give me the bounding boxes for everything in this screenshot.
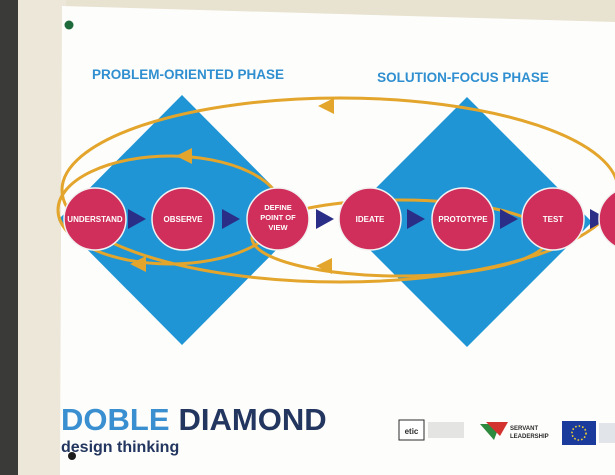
step-cut-off [598, 191, 615, 247]
step-label: PROTOTYPE [438, 215, 488, 224]
loop-arrowhead-bottom-left [130, 256, 146, 272]
wall-left [18, 0, 66, 475]
step-ideate: IDEATE [338, 187, 402, 251]
etic-caption-blur [428, 422, 464, 438]
step-label: IDEATE [356, 215, 385, 224]
step-prototype: PROTOTYPE [431, 187, 495, 251]
etic-logo: etic [398, 419, 425, 441]
pin-top [64, 20, 74, 30]
step-label: POINT OF [260, 213, 296, 222]
eu-flag-logo [562, 421, 615, 445]
loop-arrowhead-bottom-right [316, 258, 332, 274]
step-label: UNDERSTAND [67, 215, 123, 224]
pin-bottom [68, 452, 76, 460]
loop-outer [60, 96, 615, 284]
title-doble: DOBLE [61, 402, 170, 437]
step-arrow-5 [500, 209, 518, 229]
loop-arrowhead-top-right [318, 98, 334, 114]
leadership-text: LEADERSHIP [510, 434, 549, 440]
step-label: OBSERVE [164, 215, 204, 224]
phase-title-solution: SOLUTION-FOCUS PHASE [377, 70, 549, 85]
step-define-point-of-view: DEFINE POINT OF VIEW [246, 187, 310, 251]
step-arrow-4 [407, 209, 425, 229]
step-label: TEST [543, 215, 564, 224]
step-observe: OBSERVE [151, 187, 215, 251]
poster-title: DOBLE DIAMOND [61, 402, 327, 437]
title-diamond: DIAMOND [179, 402, 327, 437]
step-understand: UNDERSTAND [63, 187, 127, 251]
step-label: DEFINE [264, 203, 292, 212]
step-test: TEST [521, 187, 585, 251]
servant-text: SERVANT [510, 426, 538, 432]
servant-leadership-logo: SERVANT LEADERSHIP [480, 422, 549, 440]
etic-logo-text: etic [405, 427, 419, 436]
step-arrow-3 [316, 209, 334, 229]
loop-arrowhead-top-left [176, 148, 192, 164]
step-arrow-1 [128, 209, 146, 229]
phase-title-problem: PROBLEM-ORIENTED PHASE [92, 67, 284, 82]
step-label: VIEW [268, 223, 288, 232]
step-arrow-2 [222, 209, 240, 229]
poster-subtitle: design thinking [61, 439, 179, 456]
